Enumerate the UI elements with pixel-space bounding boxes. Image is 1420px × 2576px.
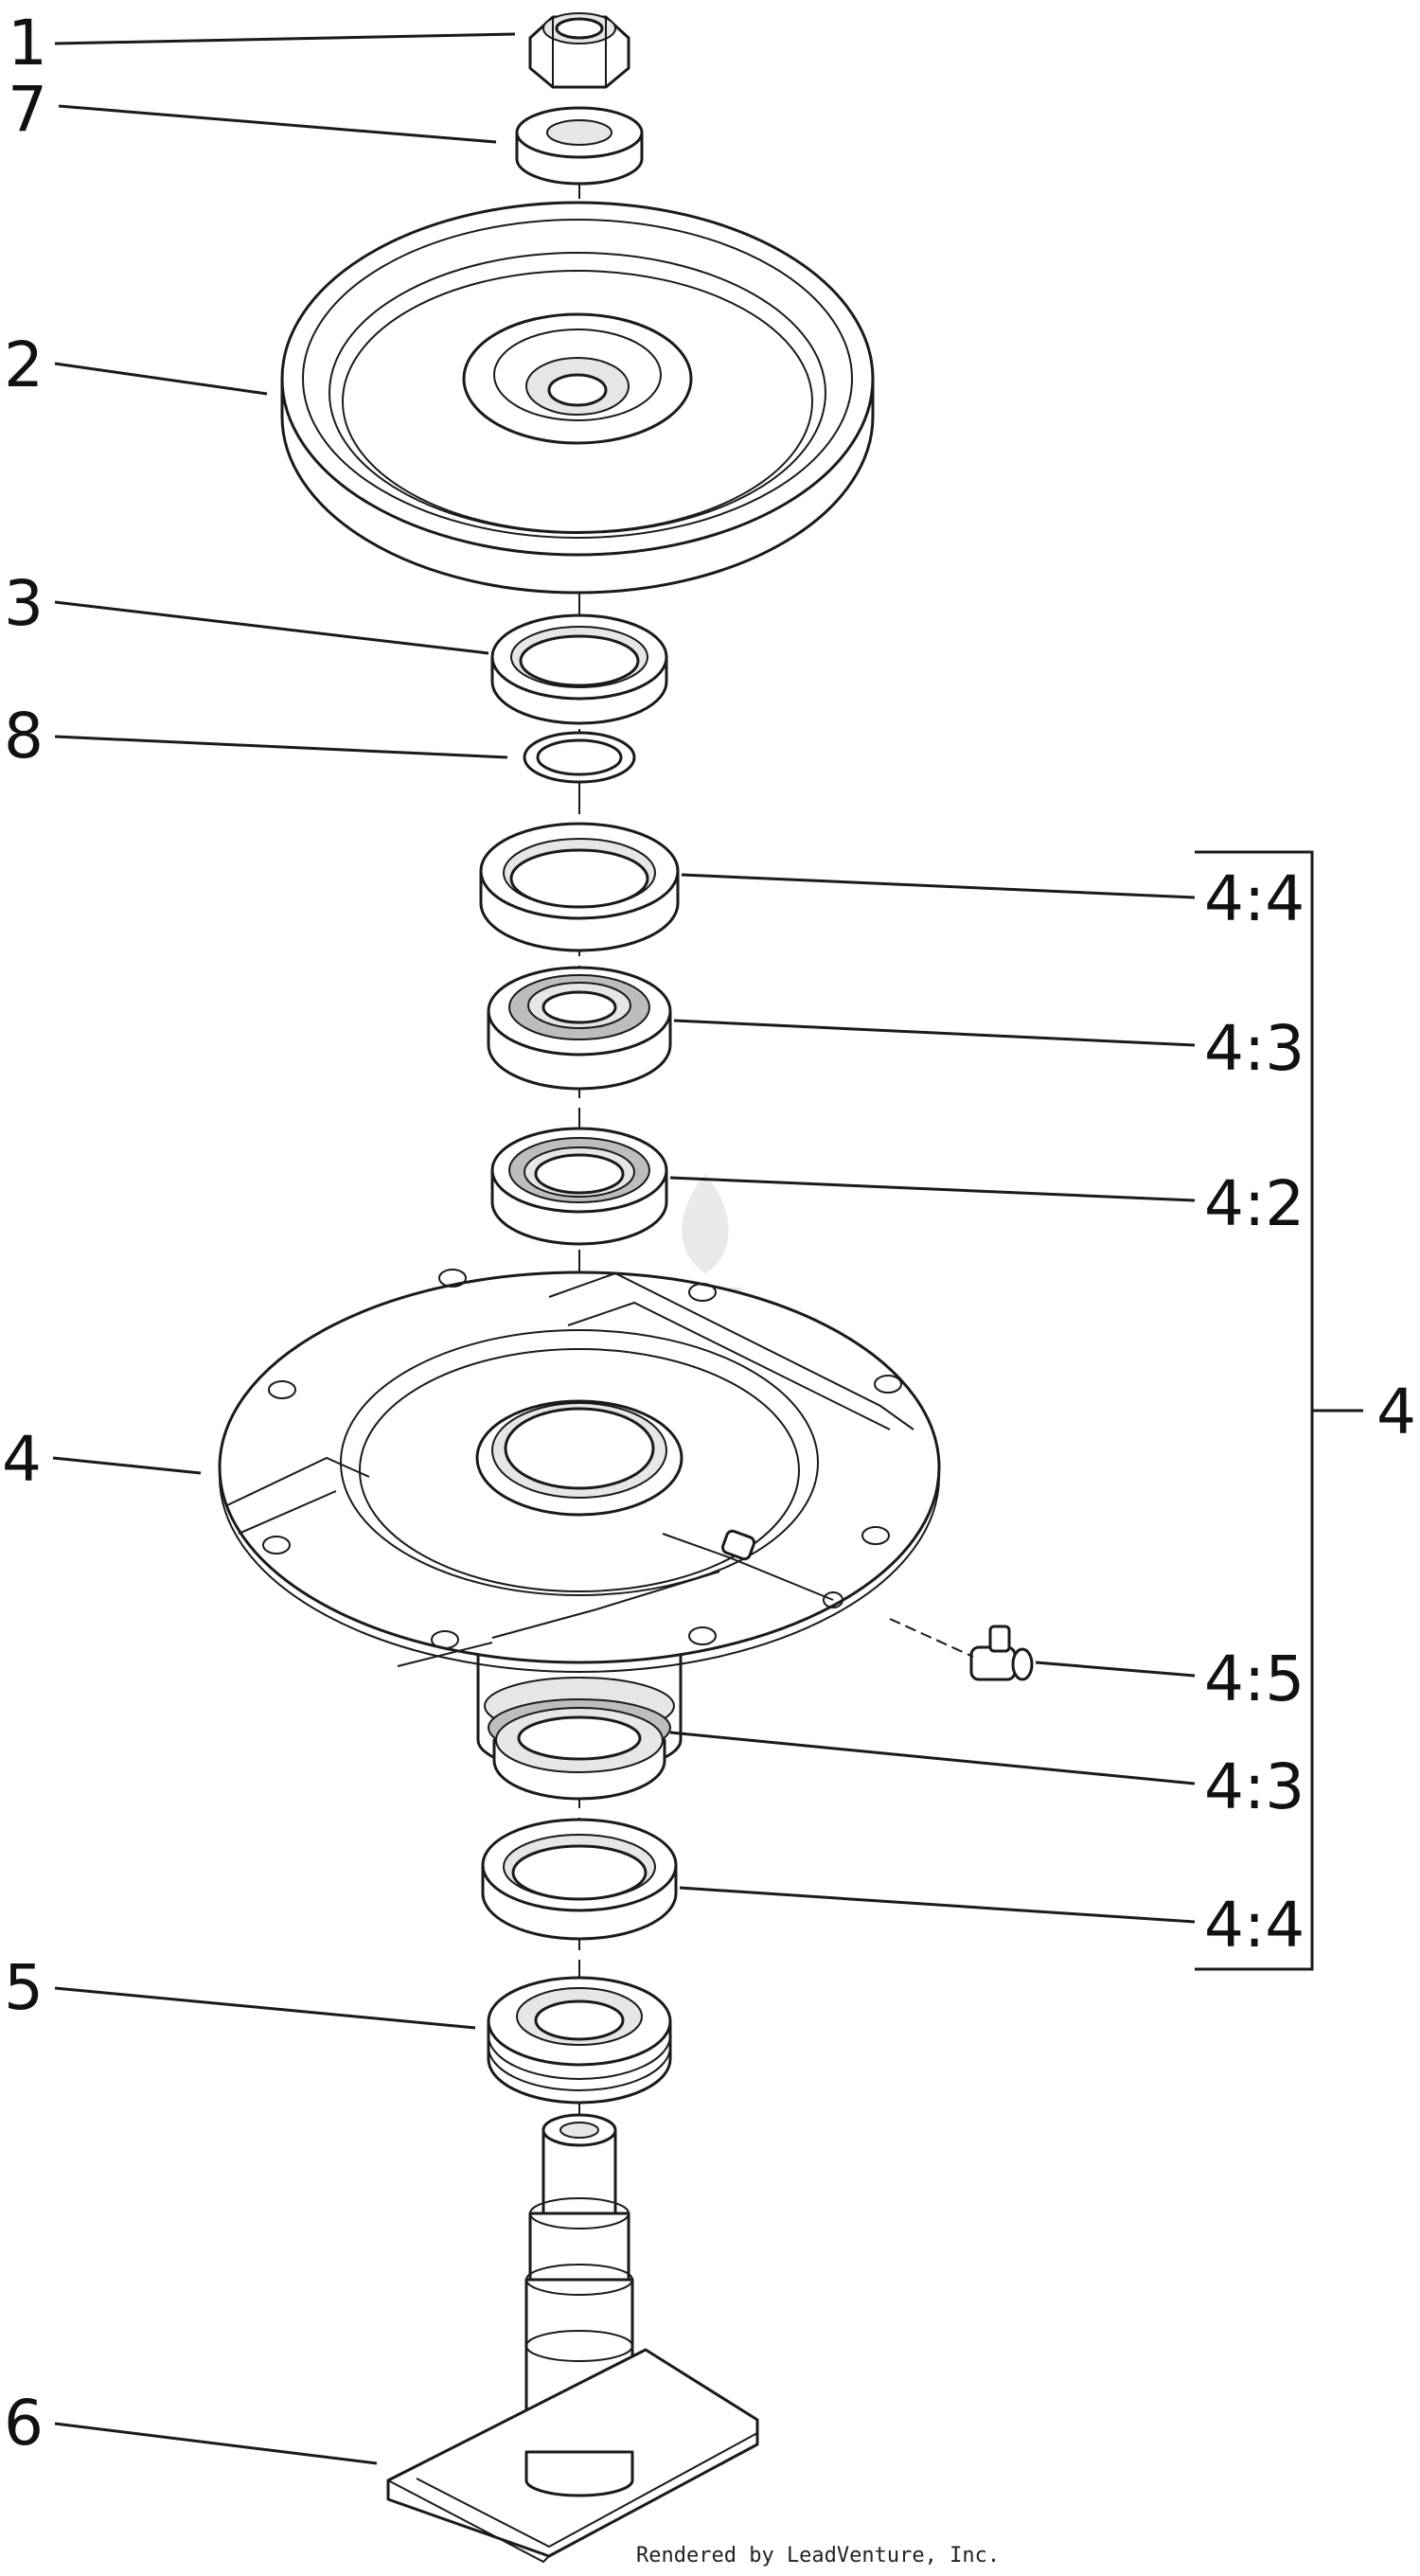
part-pulley (280, 201, 875, 595)
part-spindle-housing (218, 1269, 941, 1774)
part-bearing-cup-bottom (481, 1818, 678, 1941)
callout-4-5: 4:5 (1204, 1643, 1305, 1715)
part-bearing (490, 1127, 668, 1246)
callout-4-2: 4:2 (1204, 1167, 1305, 1240)
callout-4-3-bottom: 4:3 (1204, 1750, 1305, 1823)
part-bearing-cup-top (479, 822, 680, 952)
assembly-bracket (1195, 850, 1363, 1971)
callout-3: 3 (4, 567, 44, 640)
callout-4-3-top: 4:3 (1204, 1012, 1305, 1085)
callout-4-4-top: 4:4 (1204, 862, 1305, 935)
part-retaining-ring (523, 731, 636, 784)
callout-2: 2 (4, 329, 44, 401)
part-seal-bottom (487, 1976, 672, 2105)
callout-4-4-bottom: 4:4 (1204, 1889, 1305, 1962)
callout-6: 6 (4, 2387, 44, 2460)
callout-7: 7 (8, 73, 47, 146)
callout-4-assembly: 4 (1376, 1376, 1416, 1448)
part-seal-top (490, 613, 668, 725)
leader-lines (52, 32, 1196, 2465)
part-bearing-cone-bottom (492, 1707, 666, 1801)
part-spindle-shaft (386, 2113, 759, 2564)
part-spacer (515, 106, 644, 186)
callout-1: 1 (8, 7, 47, 80)
render-credit: Rendered by LeadVenture, Inc. (636, 2544, 1000, 2567)
callout-4-housing: 4 (2, 1423, 42, 1496)
callout-5: 5 (4, 1951, 44, 2024)
part-hex-nut (528, 12, 630, 89)
part-bearing-cone-top (487, 966, 672, 1091)
callout-8: 8 (4, 700, 44, 773)
part-grease-fitting (889, 1618, 1034, 1681)
